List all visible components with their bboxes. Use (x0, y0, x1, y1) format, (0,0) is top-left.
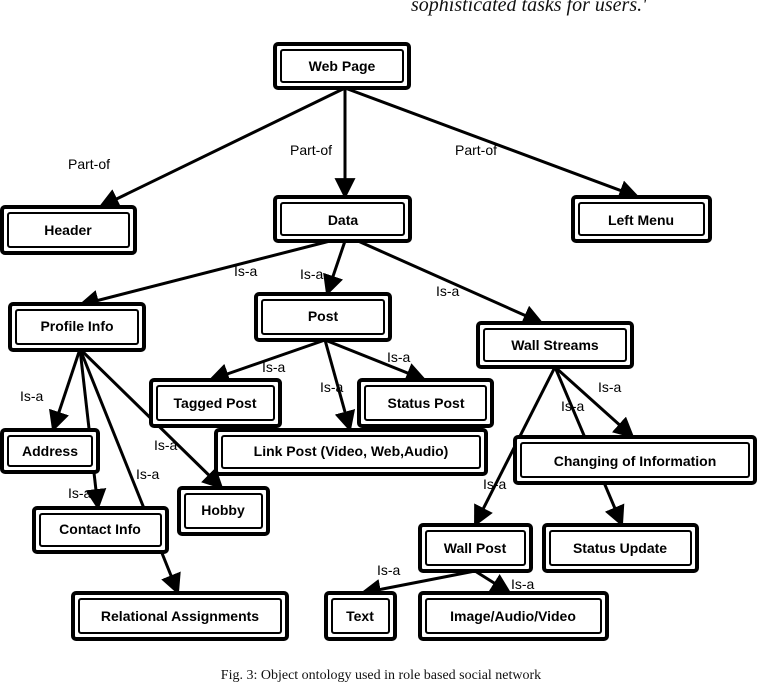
node-link-post: Link Post (Video, Web,Audio) (214, 428, 488, 476)
edge-profile-address (49, 348, 82, 432)
edge-webpage-leftmenu (344, 86, 640, 201)
node-label-status-update: Status Update (573, 540, 667, 556)
node-label-hobby: Hobby (201, 502, 245, 518)
edge-label-group: Part-of Part-of Part-of Is-a Is-a Is-a I… (20, 142, 622, 592)
edge-label-isa-statusupdate: Is-a (561, 398, 585, 414)
edge-label-isa-post: Is-a (300, 266, 324, 282)
edge-label-isa-profile: Is-a (234, 263, 258, 279)
edge-label-isa-address: Is-a (20, 388, 44, 404)
edge-label-isa-wall: Is-a (436, 283, 460, 299)
edge-label-partof-header: Part-of (68, 156, 110, 172)
node-label-contact-info: Contact Info (59, 521, 141, 537)
node-wall-post: Wall Post (418, 523, 533, 573)
edge-wall-changing (553, 365, 635, 439)
node-label-wall-streams: Wall Streams (511, 337, 599, 353)
edge-webpage-header (98, 86, 346, 209)
node-data: Data (273, 195, 412, 243)
node-text: Text (324, 591, 397, 641)
node-label-changing-information: Changing of Information (554, 453, 717, 469)
edge-label-partof-data: Part-of (290, 142, 332, 158)
edge-post-status (324, 338, 427, 383)
node-left-menu: Left Menu (571, 195, 712, 243)
node-label-image-audio-video: Image/Audio/Video (450, 608, 576, 624)
node-label-header: Header (44, 222, 92, 238)
node-label-data: Data (328, 212, 359, 228)
node-group: Web Page Header Data Left Menu Profile I (0, 42, 757, 641)
edge-label-isa-hobby: Is-a (154, 437, 178, 453)
node-label-relational-assignments: Relational Assignments (101, 608, 259, 624)
node-label-text: Text (346, 608, 374, 624)
edge-label-isa-relational: Is-a (136, 466, 160, 482)
node-label-address: Address (22, 443, 78, 459)
node-post: Post (254, 292, 392, 342)
edge-label-isa-wallpost: Is-a (483, 476, 507, 492)
node-address: Address (0, 428, 100, 474)
edge-label-isa-image: Is-a (511, 576, 535, 592)
node-relational-assignments: Relational Assignments (71, 591, 289, 641)
node-label-left-menu: Left Menu (608, 212, 674, 228)
node-label-tagged-post: Tagged Post (174, 395, 257, 411)
edge-data-wall (357, 239, 544, 325)
node-image-audio-video: Image/Audio/Video (418, 591, 609, 641)
node-label-profile-info: Profile Info (40, 318, 113, 334)
edge-wallpost-image (474, 569, 512, 595)
edge-data-profile (77, 239, 331, 311)
node-contact-info: Contact Info (32, 506, 169, 554)
node-web-page: Web Page (273, 42, 411, 90)
edge-label-isa-tagged: Is-a (262, 359, 286, 375)
quote-text: sophisticated tasks for users.' (411, 0, 647, 16)
node-label-post: Post (308, 308, 339, 324)
edge-label-isa-statuspost: Is-a (387, 349, 411, 365)
figure-caption: Fig. 3: Object ontology used in role bas… (220, 668, 542, 683)
node-hobby: Hobby (177, 486, 270, 536)
node-status-update: Status Update (542, 523, 699, 573)
edge-post-link (323, 339, 356, 433)
node-changing-information: Changing of Information (513, 435, 757, 485)
node-status-post: Status Post (357, 378, 494, 428)
edge-wallpost-text (359, 569, 476, 600)
edge-label-isa-text: Is-a (377, 562, 401, 578)
node-label-wall-post: Wall Post (444, 540, 507, 556)
node-profile-info: Profile Info (8, 302, 146, 352)
node-label-status-post: Status Post (387, 395, 464, 411)
node-label-link-post: Link Post (Video, Web,Audio) (254, 443, 449, 459)
edge-label-isa-changing: Is-a (598, 379, 622, 395)
node-tagged-post: Tagged Post (149, 378, 282, 428)
node-header: Header (0, 205, 137, 255)
edge-label-isa-contact: Is-a (68, 485, 92, 501)
edge-label-partof-leftmenu: Part-of (455, 142, 497, 158)
node-wall-streams: Wall Streams (476, 321, 634, 369)
edge-data-post (323, 240, 347, 296)
edge-label-isa-link: Is-a (320, 379, 344, 395)
node-label-web-page: Web Page (309, 58, 376, 74)
edge-post-tagged (208, 338, 326, 384)
